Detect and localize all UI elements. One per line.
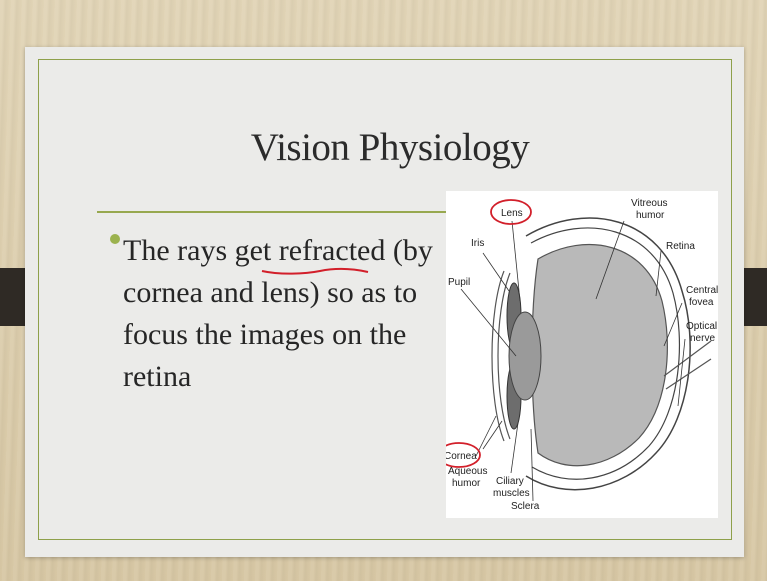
- eye-diagram-svg: Lens Vitreous humor Iris Retina Pupil Ce…: [446, 191, 718, 518]
- label-aqueous-2: humor: [452, 478, 481, 489]
- label-central-1: Central: [686, 285, 718, 296]
- label-sclera: Sclera: [511, 501, 540, 512]
- label-lens: Lens: [501, 208, 523, 219]
- eye-diagram: Lens Vitreous humor Iris Retina Pupil Ce…: [446, 191, 718, 518]
- bullet-line-2: cornea and lens) so as to: [123, 272, 443, 314]
- bullet-text: The rays get refracted (by cornea and le…: [123, 230, 443, 398]
- bullet-line-4: retina: [123, 356, 443, 398]
- label-ciliary-1: Ciliary: [496, 476, 524, 487]
- label-ciliary-2: muscles: [493, 488, 530, 499]
- label-vitreous-2: humor: [636, 210, 665, 221]
- label-retina: Retina: [666, 241, 695, 252]
- label-pupil: Pupil: [448, 277, 470, 288]
- label-aqueous-1: Aqueous: [448, 466, 487, 477]
- label-optical-2: nerve: [690, 333, 715, 344]
- label-vitreous-1: Vitreous: [631, 198, 668, 209]
- label-cornea: Cornea: [446, 451, 477, 462]
- slide-title: Vision Physiology: [250, 128, 530, 167]
- bullet-icon: [110, 234, 120, 244]
- label-central-2: fovea: [689, 297, 714, 308]
- label-iris: Iris: [471, 238, 484, 249]
- refracted-underline-annotation: [260, 263, 370, 277]
- title-rule: [97, 211, 446, 213]
- label-optical-1: Optical: [686, 321, 717, 332]
- bullet-line-3: focus the images on the: [123, 314, 443, 356]
